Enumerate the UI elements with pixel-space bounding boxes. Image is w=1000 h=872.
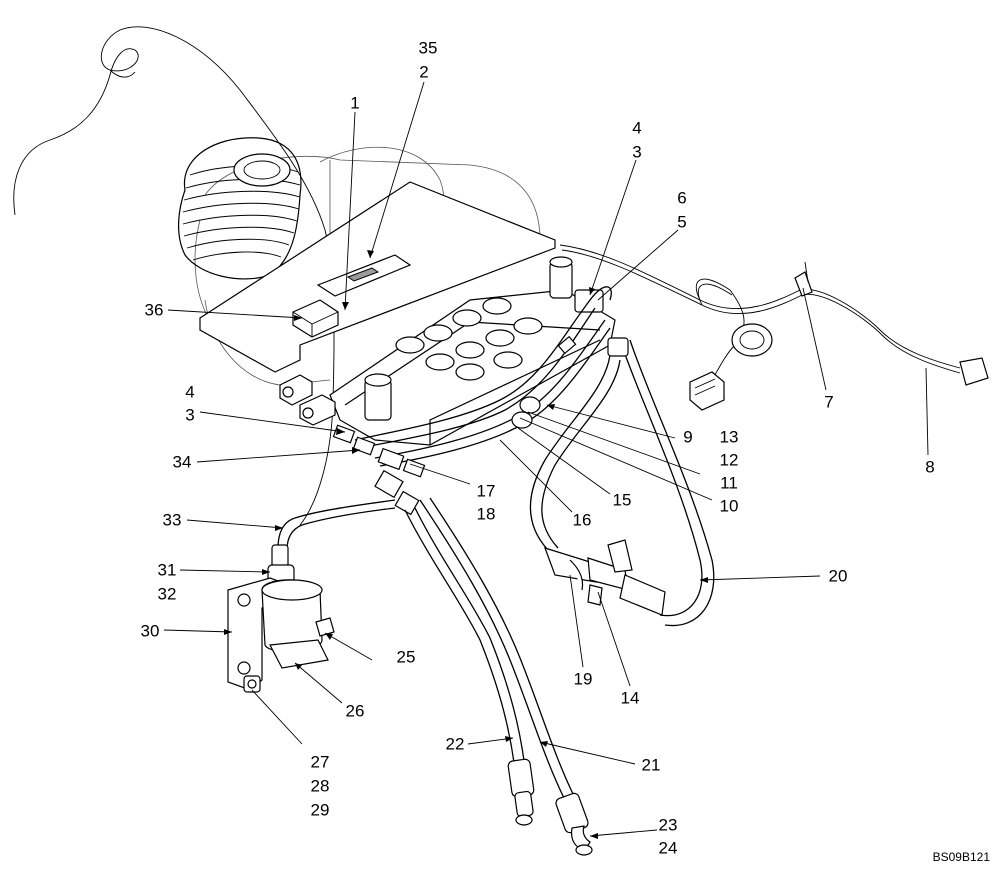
callout-35: 35 <box>418 38 438 58</box>
callout-15: 15 <box>612 490 632 510</box>
callout-4: 4 <box>632 118 642 138</box>
callout-23: 23 <box>658 815 678 835</box>
steel-tubes <box>354 286 612 467</box>
callout-9: 9 <box>683 427 693 447</box>
callout-3-lower: 3 <box>185 405 195 425</box>
control-valve-body <box>279 256 616 446</box>
tee-fitting <box>544 539 666 616</box>
callout-16: 16 <box>572 510 592 530</box>
valve-spool-caps <box>395 297 543 381</box>
callout-11: 11 <box>720 473 738 493</box>
leader-lines <box>163 81 929 837</box>
callout-33: 33 <box>162 510 182 530</box>
decal-label <box>316 254 412 297</box>
callout-8: 8 <box>925 457 935 477</box>
callout-20: 20 <box>828 566 848 586</box>
callout-4-lower: 4 <box>185 382 195 402</box>
callout-31: 31 <box>157 560 177 580</box>
callout-17: 17 <box>476 481 496 501</box>
tube-33 <box>277 499 396 551</box>
callout-6: 6 <box>677 188 687 208</box>
callout-7: 7 <box>824 392 834 412</box>
hose-end-22 <box>507 758 535 826</box>
return-hose-20 <box>529 337 715 627</box>
block-36 <box>292 299 339 338</box>
hose-end-21 <box>555 792 593 856</box>
harness-wire-loop <box>13 26 335 526</box>
callout-26: 26 <box>345 701 365 721</box>
callout-14: 14 <box>620 688 640 708</box>
callout-18: 18 <box>476 504 496 524</box>
callout-10: 10 <box>719 496 739 516</box>
callout-21: 21 <box>641 755 661 775</box>
joystick-boot <box>177 137 302 280</box>
callout-27: 27 <box>310 752 330 772</box>
lower-hoses <box>404 497 593 856</box>
electrical-harness <box>559 244 989 411</box>
callout-30: 30 <box>140 621 160 641</box>
callout-2: 2 <box>419 62 429 82</box>
callout-25: 25 <box>396 647 416 667</box>
callout-13: 13 <box>719 427 739 447</box>
side-fittings <box>279 374 336 426</box>
callout-24: 24 <box>658 838 678 858</box>
lower-left-fittings <box>332 424 426 516</box>
callout-29: 29 <box>310 800 330 820</box>
callout-28: 28 <box>310 776 330 796</box>
callout-19: 19 <box>573 669 593 689</box>
callout-36: 36 <box>144 300 164 320</box>
callout-22: 22 <box>445 734 465 754</box>
callout-3: 3 <box>632 142 642 162</box>
drawing-code: BS09B121 <box>932 850 990 864</box>
callout-1: 1 <box>350 93 360 113</box>
filter-assembly <box>227 544 335 693</box>
callout-12: 12 <box>719 450 739 470</box>
callout-32: 32 <box>157 584 177 604</box>
callout-34: 34 <box>172 452 192 472</box>
leader-arrowheads <box>224 250 708 839</box>
callout-5: 5 <box>677 212 687 232</box>
